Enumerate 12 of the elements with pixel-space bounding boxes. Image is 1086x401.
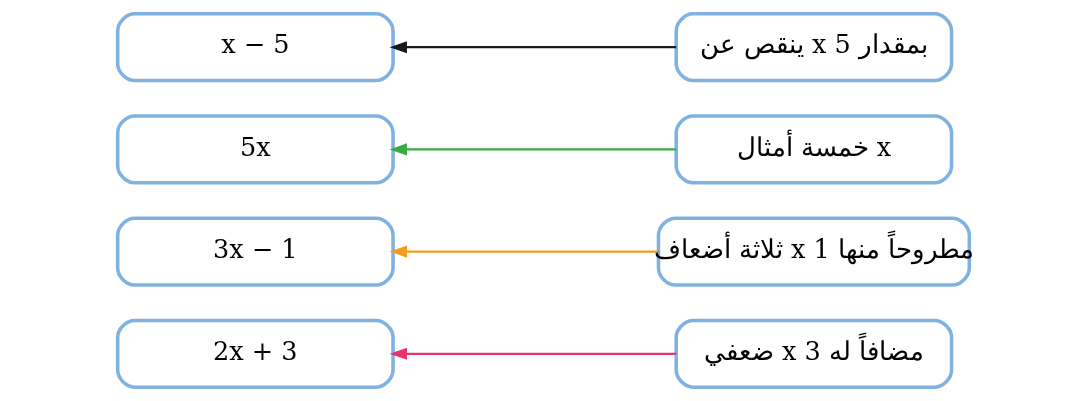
node-box: x − 5 xyxy=(115,12,395,83)
node-box: 5x xyxy=(115,114,395,185)
node-box: 3x − 1 xyxy=(115,216,395,287)
arrow xyxy=(389,41,676,54)
arrow xyxy=(389,143,676,156)
node-box: 2x + 3 xyxy=(115,318,395,389)
node-box: ثلاثة أضعاف x مطروحاً منها 1 xyxy=(656,216,971,287)
node-box: ضعفي x مضافاً له 3 xyxy=(673,318,953,389)
node-box: ينقص عن x بمقدار 5 xyxy=(673,12,953,83)
arrow xyxy=(389,347,676,360)
node-box: خمسة أمثال x xyxy=(673,114,953,185)
arrow xyxy=(389,245,658,258)
